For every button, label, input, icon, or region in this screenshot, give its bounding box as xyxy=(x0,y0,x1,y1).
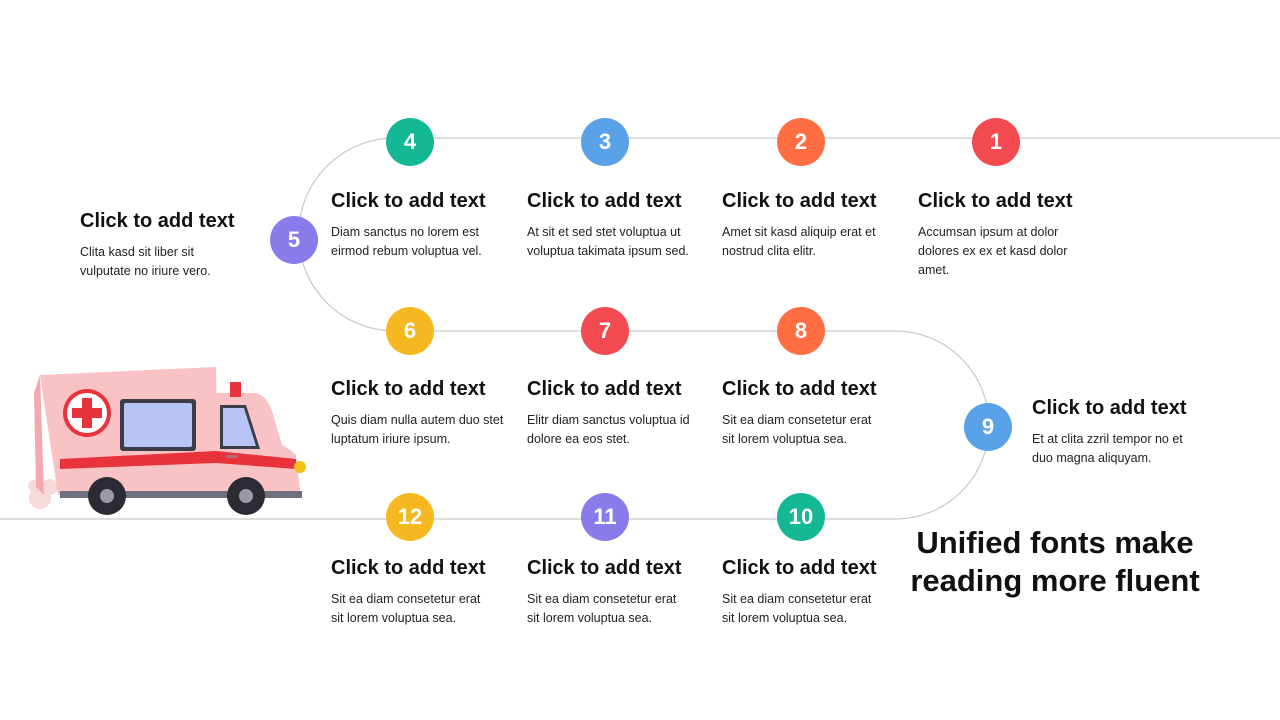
step-2-body: Amet sit kasd aliquip erat et nostrud cl… xyxy=(722,225,876,258)
step-9-badge: 9 xyxy=(964,403,1012,451)
step-12-title[interactable]: Click to add text xyxy=(331,557,486,579)
headline-text[interactable]: Unified fonts make reading more fluent xyxy=(910,525,1200,598)
step-11-body: Sit ea diam consetetur erat sit lorem vo… xyxy=(527,592,677,625)
step-3-body: At sit et sed stet voluptua ut voluptua … xyxy=(527,225,689,258)
step-5-text: Click to add text Clita kasd sit liber s… xyxy=(80,210,260,281)
step-11-badge: 11 xyxy=(581,493,629,541)
step-6-badge: 6 xyxy=(386,307,434,355)
step-1-body: Accumsan ipsum at dolor dolores ex ex et… xyxy=(918,225,1068,277)
step-4-body: Diam sanctus no lorem est eirmod rebum v… xyxy=(331,225,482,258)
step-1-badge: 1 xyxy=(972,118,1020,166)
step-9-body: Et at clita zzril tempor no et duo magna… xyxy=(1032,432,1183,465)
step-4-title[interactable]: Click to add text xyxy=(331,190,486,212)
step-3-badge: 3 xyxy=(581,118,629,166)
step-10-title[interactable]: Click to add text xyxy=(722,557,877,579)
step-10-badge: 10 xyxy=(777,493,825,541)
step-11-text: Click to add text Sit ea diam consetetur… xyxy=(527,557,707,628)
step-12-text: Click to add text Sit ea diam consetetur… xyxy=(331,557,511,628)
step-5-badge: 5 xyxy=(270,216,318,264)
step-7-body: Elitr diam sanctus voluptua id dolore ea… xyxy=(527,413,690,446)
step-2-badge: 2 xyxy=(777,118,825,166)
step-7-title[interactable]: Click to add text xyxy=(527,378,682,400)
step-8-text: Click to add text Sit ea diam consetetur… xyxy=(722,378,902,449)
step-4-text: Click to add text Diam sanctus no lorem … xyxy=(331,190,511,261)
step-6-text: Click to add text Quis diam nulla autem … xyxy=(331,378,511,449)
step-3-text: Click to add text At sit et sed stet vol… xyxy=(527,190,707,261)
step-7-badge: 7 xyxy=(581,307,629,355)
step-6-title[interactable]: Click to add text xyxy=(331,378,486,400)
step-8-body: Sit ea diam consetetur erat sit lorem vo… xyxy=(722,413,872,446)
step-5-body: Clita kasd sit liber sit vulputate no ir… xyxy=(80,245,211,278)
step-9-text: Click to add text Et at clita zzril temp… xyxy=(1032,397,1212,468)
step-11-title[interactable]: Click to add text xyxy=(527,557,682,579)
step-12-badge: 12 xyxy=(386,493,434,541)
step-5-title[interactable]: Click to add text xyxy=(80,210,235,232)
step-10-text: Click to add text Sit ea diam consetetur… xyxy=(722,557,902,628)
step-8-badge: 8 xyxy=(777,307,825,355)
step-9-title[interactable]: Click to add text xyxy=(1032,397,1187,419)
step-1-title[interactable]: Click to add text xyxy=(918,190,1073,212)
step-8-title[interactable]: Click to add text xyxy=(722,378,877,400)
medical-cross-icon xyxy=(63,389,111,437)
step-10-body: Sit ea diam consetetur erat sit lorem vo… xyxy=(722,592,872,625)
step-7-text: Click to add text Elitr diam sanctus vol… xyxy=(527,378,707,449)
step-6-body: Quis diam nulla autem duo stet luptatum … xyxy=(331,413,504,446)
step-3-title[interactable]: Click to add text xyxy=(527,190,682,212)
step-1-text: Click to add text Accumsan ipsum at dolo… xyxy=(918,190,1098,280)
step-2-text: Click to add text Amet sit kasd aliquip … xyxy=(722,190,902,261)
step-4-badge: 4 xyxy=(386,118,434,166)
step-12-body: Sit ea diam consetetur erat sit lorem vo… xyxy=(331,592,481,625)
ambulance-icon xyxy=(28,367,306,515)
step-2-title[interactable]: Click to add text xyxy=(722,190,877,212)
